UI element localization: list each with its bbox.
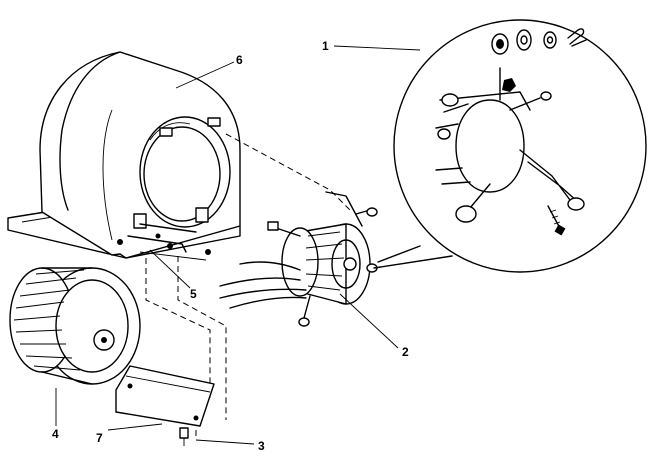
bolt-icon [547,205,566,236]
callout-5: 5 [190,287,197,301]
grommet-icon [491,29,532,55]
cutoff-plate [115,365,215,427]
blower-motor [219,191,378,327]
callout-3: 3 [258,439,265,453]
callout-7: 7 [96,431,103,445]
callout-1: 1 [322,39,329,53]
callout-4: 4 [52,427,59,441]
nut-icon [502,78,516,92]
washer-icon [543,31,557,49]
cotter-pin-icon [567,28,587,47]
leader-lines [55,45,421,445]
mounting-screw [179,427,189,446]
housing-bracket [127,223,207,261]
wheel-blades [13,269,85,371]
blower-wheel [9,267,141,385]
blower-housing [7,51,241,259]
callout-2: 2 [402,345,409,359]
callout-6: 6 [236,53,243,67]
motor-mount-detail [373,19,647,273]
